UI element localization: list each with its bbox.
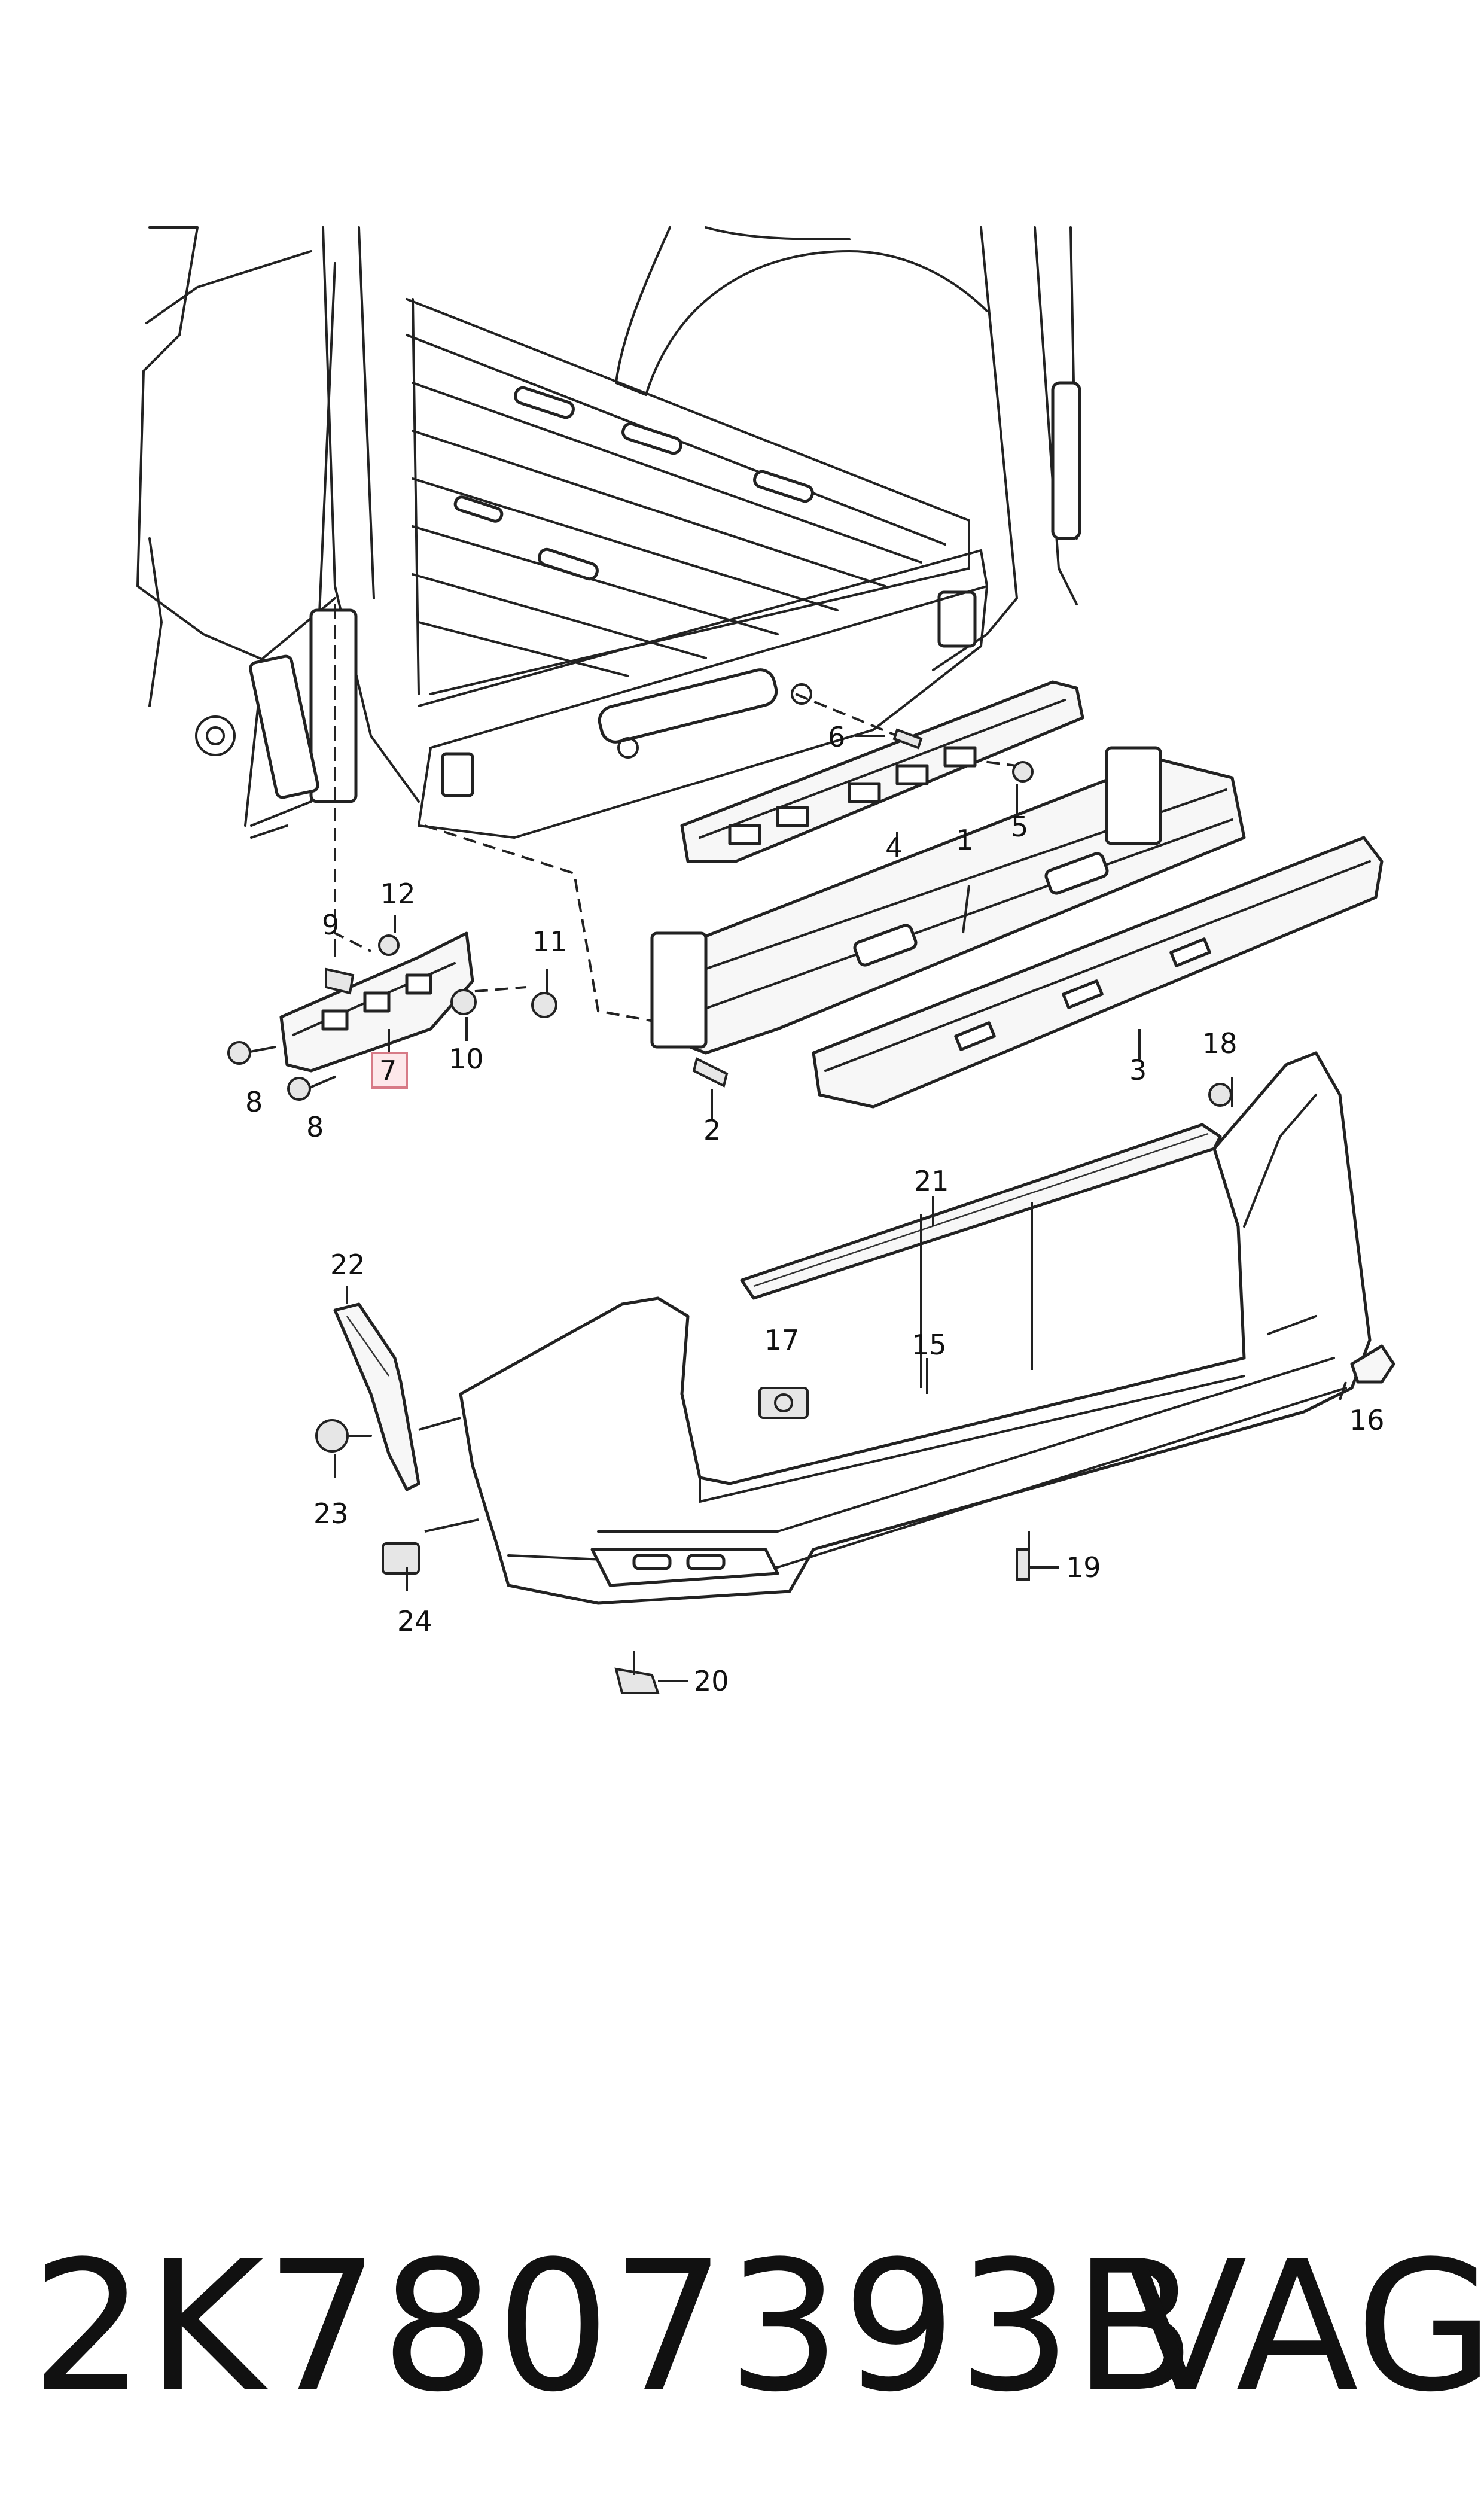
part-1-bumper-reinforcement — [650, 746, 1246, 1055]
callout-15: 15 — [912, 1329, 947, 1361]
callout-8-left: 8 — [245, 1086, 263, 1118]
callout-19: 19 — [1066, 1551, 1101, 1584]
callout-4: 4 — [885, 832, 903, 864]
callout-22: 22 — [330, 1249, 365, 1281]
part-4-impact-bracket — [680, 680, 1084, 863]
callout-1: 1 — [956, 824, 973, 856]
callout-11: 11 — [532, 925, 568, 958]
callout-12: 12 — [380, 878, 416, 910]
callout-20: 20 — [694, 1665, 729, 1697]
part-22-guide-bracket — [333, 1302, 420, 1491]
callout-5: 5 — [1011, 811, 1028, 843]
callout-9: 9 — [322, 909, 339, 941]
part-number-text: 2K7807393B — [31, 2222, 1197, 2431]
part-15-bumper-cover — [459, 1051, 1372, 1605]
fasteners — [227, 728, 1232, 1694]
callout-7-highlight — [371, 1052, 408, 1089]
leader-lines — [334, 735, 1233, 1682]
callout-17: 17 — [764, 1324, 800, 1356]
vehicle-rear-body — [136, 226, 1081, 839]
brand-text: VAG — [1125, 2222, 1484, 2431]
callout-6: 6 — [828, 721, 845, 753]
exploded-parts-diagram: 1 2 3 4 5 6 7 8 8 9 10 11 12 15 16 17 18… — [136, 226, 1395, 1697]
callout-18: 18 — [1202, 1027, 1238, 1059]
callout-7: 7 — [379, 1055, 397, 1087]
callout-24: 24 — [397, 1605, 432, 1637]
callout-21: 21 — [914, 1165, 949, 1197]
part-7-side-bracket — [279, 931, 474, 1073]
part-16-tow-cover — [1339, 1344, 1395, 1400]
part-3-energy-absorber — [812, 836, 1384, 1109]
callout-23: 23 — [313, 1497, 349, 1530]
part-21-sill-trim — [740, 1123, 1222, 1300]
callout-labels: 1 2 3 4 5 6 7 8 8 9 10 11 12 15 16 17 18… — [245, 721, 1385, 1697]
callout-8-right: 8 — [306, 1111, 324, 1143]
callout-16: 16 — [1349, 1404, 1385, 1436]
callout-2: 2 — [703, 1114, 721, 1146]
callout-3: 3 — [1129, 1054, 1147, 1086]
callout-10: 10 — [449, 1043, 484, 1075]
